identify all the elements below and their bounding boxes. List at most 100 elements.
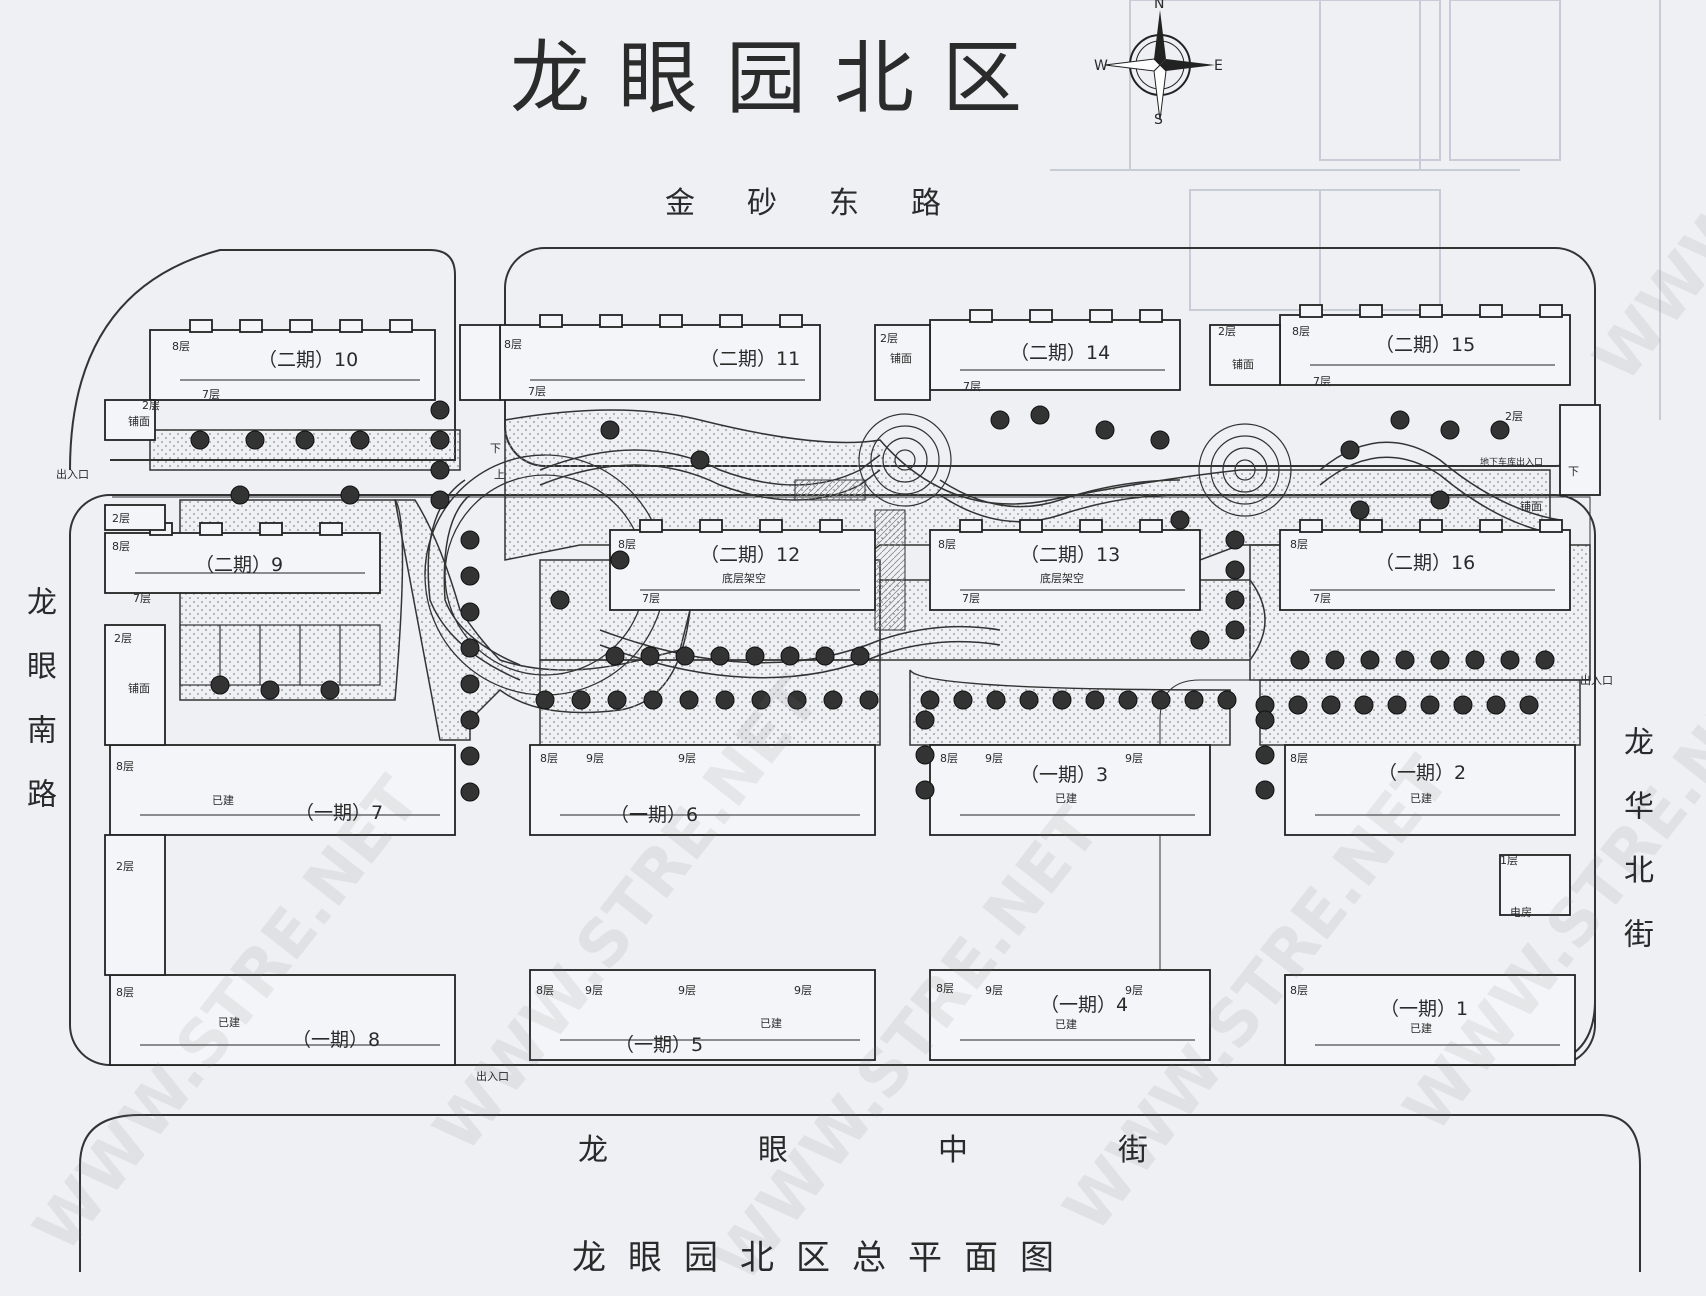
building-notch bbox=[1419, 304, 1443, 318]
page-title: 龙眼园北区 bbox=[510, 32, 1050, 125]
building-notch bbox=[819, 519, 843, 533]
tree-icon bbox=[1184, 690, 1204, 710]
tree-icon bbox=[675, 646, 695, 666]
floor-label: 7层 bbox=[963, 380, 981, 393]
building-notch bbox=[1539, 519, 1563, 533]
tree-icon bbox=[710, 646, 730, 666]
gate-label-south: 出入口 bbox=[476, 1070, 509, 1083]
building-label-b7: （一期）7 bbox=[295, 802, 384, 824]
floor-label: 8层 bbox=[1292, 325, 1310, 338]
building-label-b15: （二期）15 bbox=[1375, 334, 1476, 356]
tree-icon bbox=[780, 646, 800, 666]
building-notch bbox=[599, 314, 623, 328]
building-notch bbox=[1299, 304, 1323, 318]
building-label-b8: （一期）8 bbox=[292, 1029, 381, 1051]
tree-icon bbox=[1430, 650, 1450, 670]
tree-icon bbox=[1085, 690, 1105, 710]
shop-tag: 铺面 bbox=[128, 682, 150, 695]
tree-icon bbox=[850, 646, 870, 666]
floor-label: 8层 bbox=[112, 540, 130, 553]
tree-icon bbox=[1500, 650, 1520, 670]
building-notch bbox=[1299, 519, 1323, 533]
building-b4 bbox=[929, 969, 1211, 1061]
power-room-label: 电房 bbox=[1510, 906, 1532, 919]
tree-icon bbox=[1440, 420, 1460, 440]
tree-icon bbox=[1255, 745, 1275, 765]
building-label-b6: （一期）6 bbox=[610, 804, 699, 826]
road-east-label: 龙华北街 bbox=[1618, 726, 1653, 982]
floor-label: 7层 bbox=[202, 388, 220, 401]
pilotis-tag: 底层架空 bbox=[1040, 572, 1084, 585]
building-notch bbox=[959, 519, 983, 533]
building-notch bbox=[389, 319, 413, 333]
tree-icon bbox=[1118, 690, 1138, 710]
building-notch bbox=[1359, 304, 1383, 318]
road-north-label: 金砂东路 bbox=[665, 186, 993, 221]
tree-icon bbox=[210, 675, 230, 695]
stair-down-label: 下 bbox=[490, 442, 501, 455]
floor-label: 2层 bbox=[142, 399, 160, 412]
building-notch bbox=[1479, 519, 1503, 533]
floor-label: 7层 bbox=[1313, 375, 1331, 388]
tree-icon bbox=[915, 745, 935, 765]
floor-label: 2层 bbox=[1505, 410, 1523, 423]
compass-south: S bbox=[1154, 112, 1163, 128]
floor-label: 2层 bbox=[880, 332, 898, 345]
tree-icon bbox=[571, 690, 591, 710]
building-notch bbox=[319, 522, 343, 536]
shop-block bbox=[1209, 324, 1281, 386]
tree-icon bbox=[745, 646, 765, 666]
tree-icon bbox=[460, 602, 480, 622]
floor-label: 1层 bbox=[1500, 854, 1518, 867]
building-b1 bbox=[1284, 974, 1576, 1066]
built-tag: 已建 bbox=[212, 794, 234, 807]
floor-label: 7层 bbox=[1313, 592, 1331, 605]
tree-icon bbox=[460, 782, 480, 802]
compass-west: W bbox=[1094, 58, 1108, 74]
tree-icon bbox=[340, 485, 360, 505]
tree-icon bbox=[1390, 410, 1410, 430]
tree-icon bbox=[1190, 630, 1210, 650]
building-label-b1: （一期）1 bbox=[1380, 998, 1469, 1020]
floor-label: 8层 bbox=[540, 752, 558, 765]
tree-icon bbox=[260, 680, 280, 700]
building-footprints bbox=[104, 304, 1601, 1066]
floor-label: 8层 bbox=[938, 538, 956, 551]
tree-icon bbox=[715, 690, 735, 710]
building-notch bbox=[719, 314, 743, 328]
tree-icon bbox=[1350, 500, 1370, 520]
tree-icon bbox=[1170, 510, 1190, 530]
tree-icon bbox=[1354, 695, 1374, 715]
tree-icon bbox=[430, 400, 450, 420]
shop-block bbox=[1559, 404, 1601, 496]
tree-icon bbox=[430, 460, 450, 480]
building-label-b11: （二期）11 bbox=[700, 348, 801, 370]
building-notch bbox=[189, 319, 213, 333]
tree-icon bbox=[1225, 620, 1245, 640]
building-b10 bbox=[149, 329, 436, 401]
tree-icon bbox=[460, 530, 480, 550]
tree-icon bbox=[535, 690, 555, 710]
tree-icon bbox=[1325, 650, 1345, 670]
building-notch bbox=[699, 519, 723, 533]
pilotis-tag: 底层架空 bbox=[722, 572, 766, 585]
floor-label: 2层 bbox=[114, 632, 132, 645]
parking-bays bbox=[179, 624, 381, 686]
tree-icon bbox=[1030, 405, 1050, 425]
building-notch bbox=[199, 522, 223, 536]
floor-label: 9层 bbox=[985, 752, 1003, 765]
building-notch bbox=[1419, 519, 1443, 533]
shop-block bbox=[104, 834, 166, 976]
tree-icon bbox=[1340, 440, 1360, 460]
building-notch bbox=[339, 319, 363, 333]
tree-icon bbox=[953, 690, 973, 710]
building-label-b4: （一期）4 bbox=[1040, 994, 1129, 1016]
building-notch bbox=[259, 522, 283, 536]
tree-icon bbox=[1486, 695, 1506, 715]
tree-icon bbox=[1225, 590, 1245, 610]
building-notch bbox=[239, 319, 263, 333]
building-label-b16: （二期）16 bbox=[1375, 552, 1476, 574]
building-notch bbox=[1539, 304, 1563, 318]
shop-tag: 铺面 bbox=[128, 415, 150, 428]
